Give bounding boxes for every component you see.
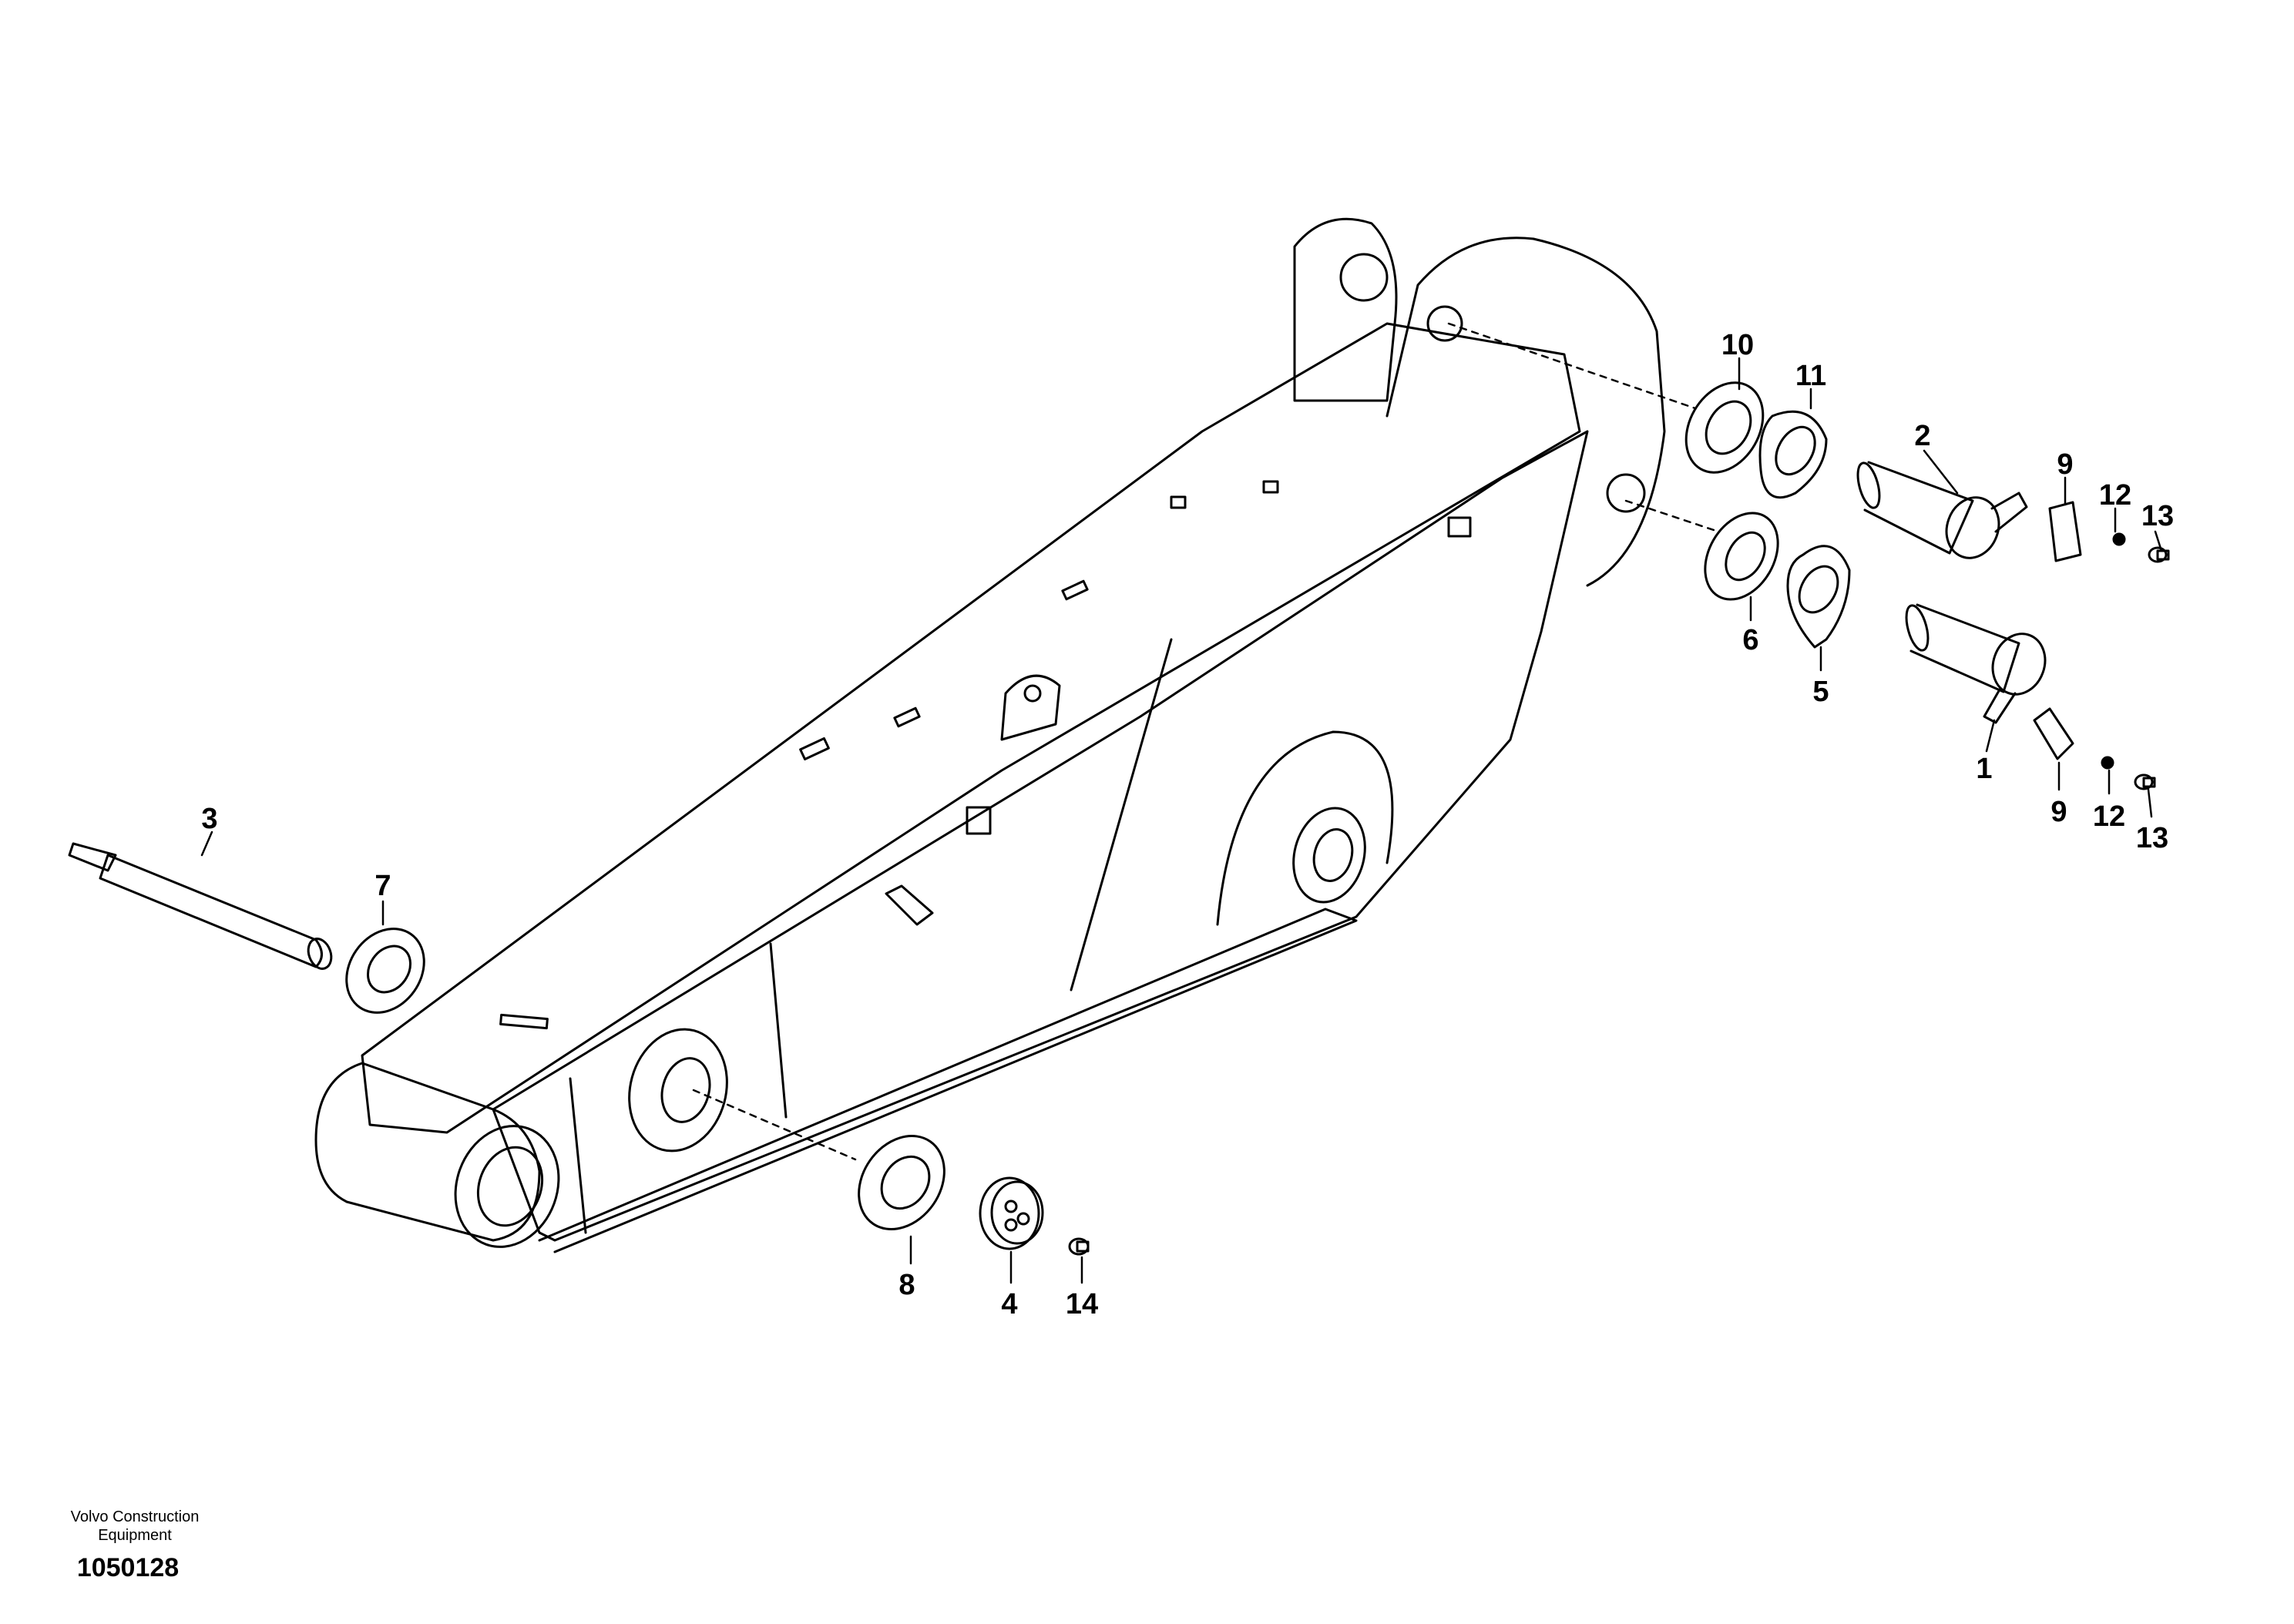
boom-end-barrel [314,1062,541,1242]
boom-head-ear-left-hole [1339,253,1389,302]
part-5-washer [1786,545,1851,649]
dash-line-bottom [692,1089,857,1161]
lifting-eye [1000,674,1061,741]
boom-center-boss [628,1028,728,1153]
callout-9-bottom: 9 [2050,796,2067,828]
boom-head-ear-right [1385,237,1666,587]
part-9-plate-bottom [2033,707,2074,760]
fitting-5 [799,737,830,761]
assembly-lines [692,322,1720,1161]
callout-3: 3 [201,803,217,835]
boom-top-plate [361,322,1581,1134]
boom-end-boss [454,1125,560,1248]
boom-head-lower-hole [1606,473,1646,513]
part-7-washer [345,928,425,1014]
boom-lower-chord [538,908,1358,1253]
callout-11: 11 [1795,360,1826,392]
callout-14: 14 [1066,1288,1098,1320]
dash-line-mid [1624,499,1720,533]
dash-line-top [1447,322,1697,410]
part-4-block [979,1176,1044,1250]
callout-8: 8 [898,1269,915,1301]
part-8-washer [858,1135,945,1230]
callout-13-bottom: 13 [2136,822,2168,854]
boom-arm [314,217,1666,1253]
part-12-washer-top [2112,532,2126,546]
part-13-bolt-top [2148,546,2170,563]
part-14-bolt [1068,1237,1090,1256]
boom-mid-boss [1292,807,1366,904]
fitting-8 [499,1013,549,1030]
callout-2: 2 [1914,420,1930,452]
fitting-3 [1447,516,1472,538]
part-12-washer-bottom [2101,756,2114,770]
callout-labels: 1 2 3 4 5 6 7 8 9 9 10 11 12 12 13 13 14 [201,329,2174,1320]
boom-mid-boss-inner [1312,828,1354,882]
stiffener-1 [769,942,788,1119]
part-2-pin [1856,461,2028,559]
fitting-4 [966,806,992,835]
part-10-washer [1684,381,1765,474]
callout-1: 1 [1976,753,1992,785]
boom-mid-arc [1216,730,1394,926]
boom-head-ear-right-hole [1426,305,1463,342]
callout-12-top: 12 [2099,479,2131,512]
plate-tab [885,884,934,926]
part-11-washer [1758,410,1828,499]
callout-5: 5 [1812,676,1829,708]
drawing-number: 1050128 [76,1553,180,1582]
callout-12-bottom: 12 [2093,800,2125,833]
boom-center-boss-inner [660,1057,711,1123]
callout-13-top: 13 [2141,500,2174,532]
part-9-plate-top [2048,501,2082,562]
brand-line-1: Volvo Construction [70,1508,200,1525]
fitting-6 [893,706,921,728]
part-1-pin [1905,603,2047,724]
fitting-7 [1061,579,1089,601]
boom-head-ear-left [1293,217,1398,402]
callout-7: 7 [374,870,391,902]
leader-lines [200,357,2163,1284]
fitting-2 [1262,480,1279,494]
boom-end-boss-inner [476,1146,544,1227]
part-13-bolt-bottom [2134,773,2156,790]
stiffener-2 [1070,638,1173,992]
part-6-washer [1704,512,1779,601]
stiffener-3 [569,1077,587,1234]
callout-9-top: 9 [2057,448,2073,481]
lifting-eye-hole [1023,684,1042,703]
part-3-pin [68,842,333,970]
callout-6: 6 [1742,624,1758,656]
brand-line-2: Equipment [98,1527,172,1544]
callout-10: 10 [1721,329,1754,361]
fitting-1 [1170,495,1187,509]
callout-4: 4 [1001,1288,1017,1320]
